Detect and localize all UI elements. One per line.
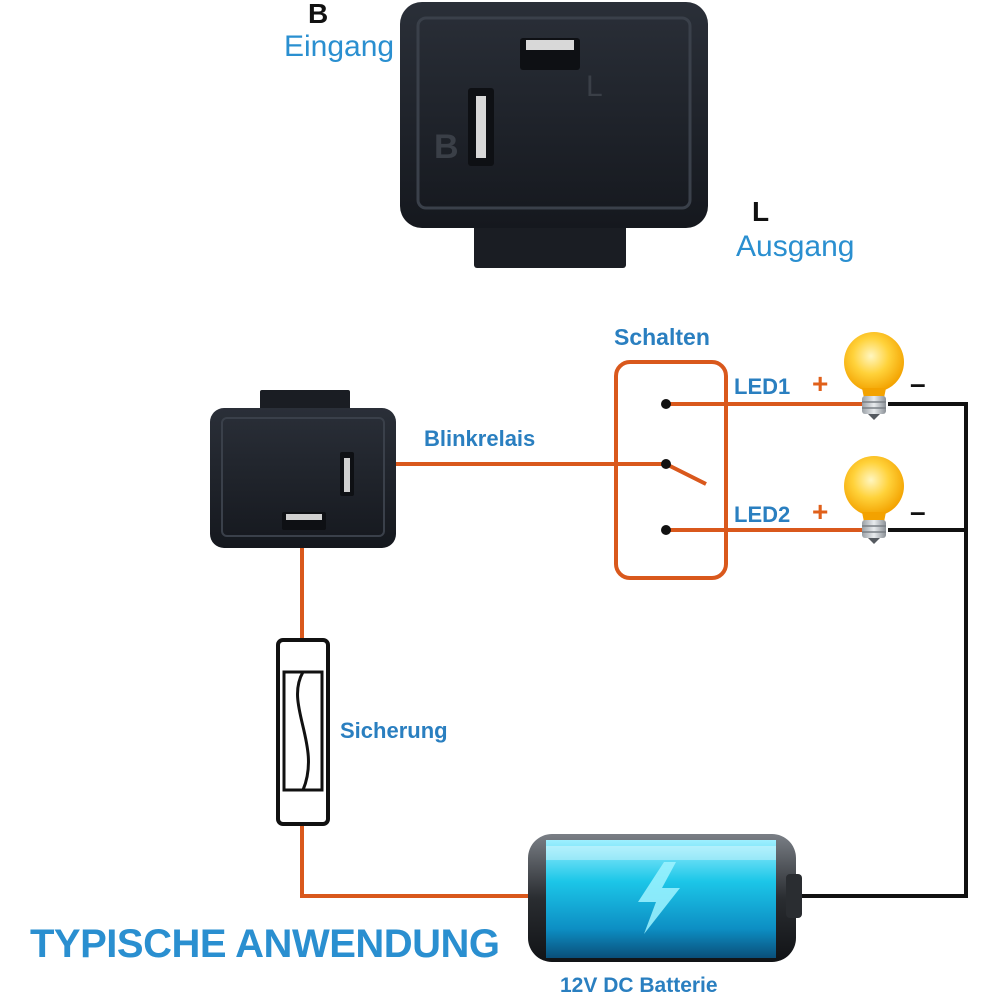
wires	[300, 402, 968, 898]
battery-icon	[528, 834, 802, 962]
led2-plus: +	[812, 496, 829, 527]
wire-fuse-to-battery	[300, 824, 536, 898]
bulb-icon-led2	[844, 456, 904, 544]
battery-label: 12V DC Batterie	[560, 974, 718, 997]
pin-l-role: Ausgang	[736, 230, 855, 263]
led2-label: LED2	[734, 502, 791, 527]
relay-molded-b: B	[434, 128, 459, 166]
pin-b-letter: B	[308, 0, 329, 29]
switch-label: Schalten	[614, 324, 710, 350]
bulb-icon-led1	[844, 332, 904, 420]
switch-icon	[614, 360, 728, 580]
led1-label: LED1	[734, 374, 791, 399]
wire-led1-return	[790, 402, 968, 898]
lightning-icon	[638, 862, 680, 934]
fuse-icon	[276, 638, 330, 826]
relay-icon	[210, 390, 396, 548]
led1-plus: +	[812, 368, 829, 399]
page-title: TYPISCHE ANWENDUNG	[30, 922, 500, 966]
relay-molded-l: L	[586, 70, 603, 103]
relay-label: Blinkrelais	[424, 426, 536, 451]
pin-l-letter: L	[752, 196, 770, 227]
relay-photo-icon	[400, 2, 708, 268]
led2-minus: –	[910, 496, 926, 527]
pin-b-role: Eingang	[284, 30, 395, 63]
fuse-label: Sicherung	[340, 718, 448, 743]
switch-lever	[665, 462, 707, 486]
led1-minus: –	[910, 368, 926, 399]
